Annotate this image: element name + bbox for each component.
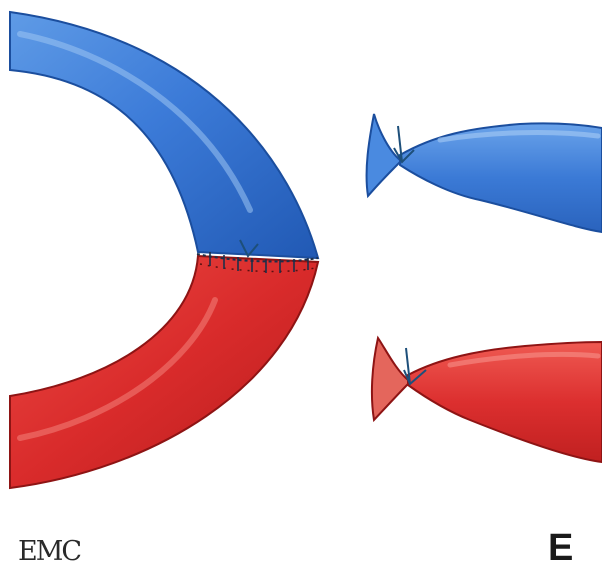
ligated-artery-stump [372, 338, 602, 462]
panel-label: E [548, 527, 573, 569]
anastomosed-loop-artery-segment [10, 256, 318, 488]
anastomosed-loop-vein-segment [10, 12, 318, 258]
publisher-logo: EMC [18, 536, 81, 567]
ligated-vein-stump [367, 114, 602, 232]
